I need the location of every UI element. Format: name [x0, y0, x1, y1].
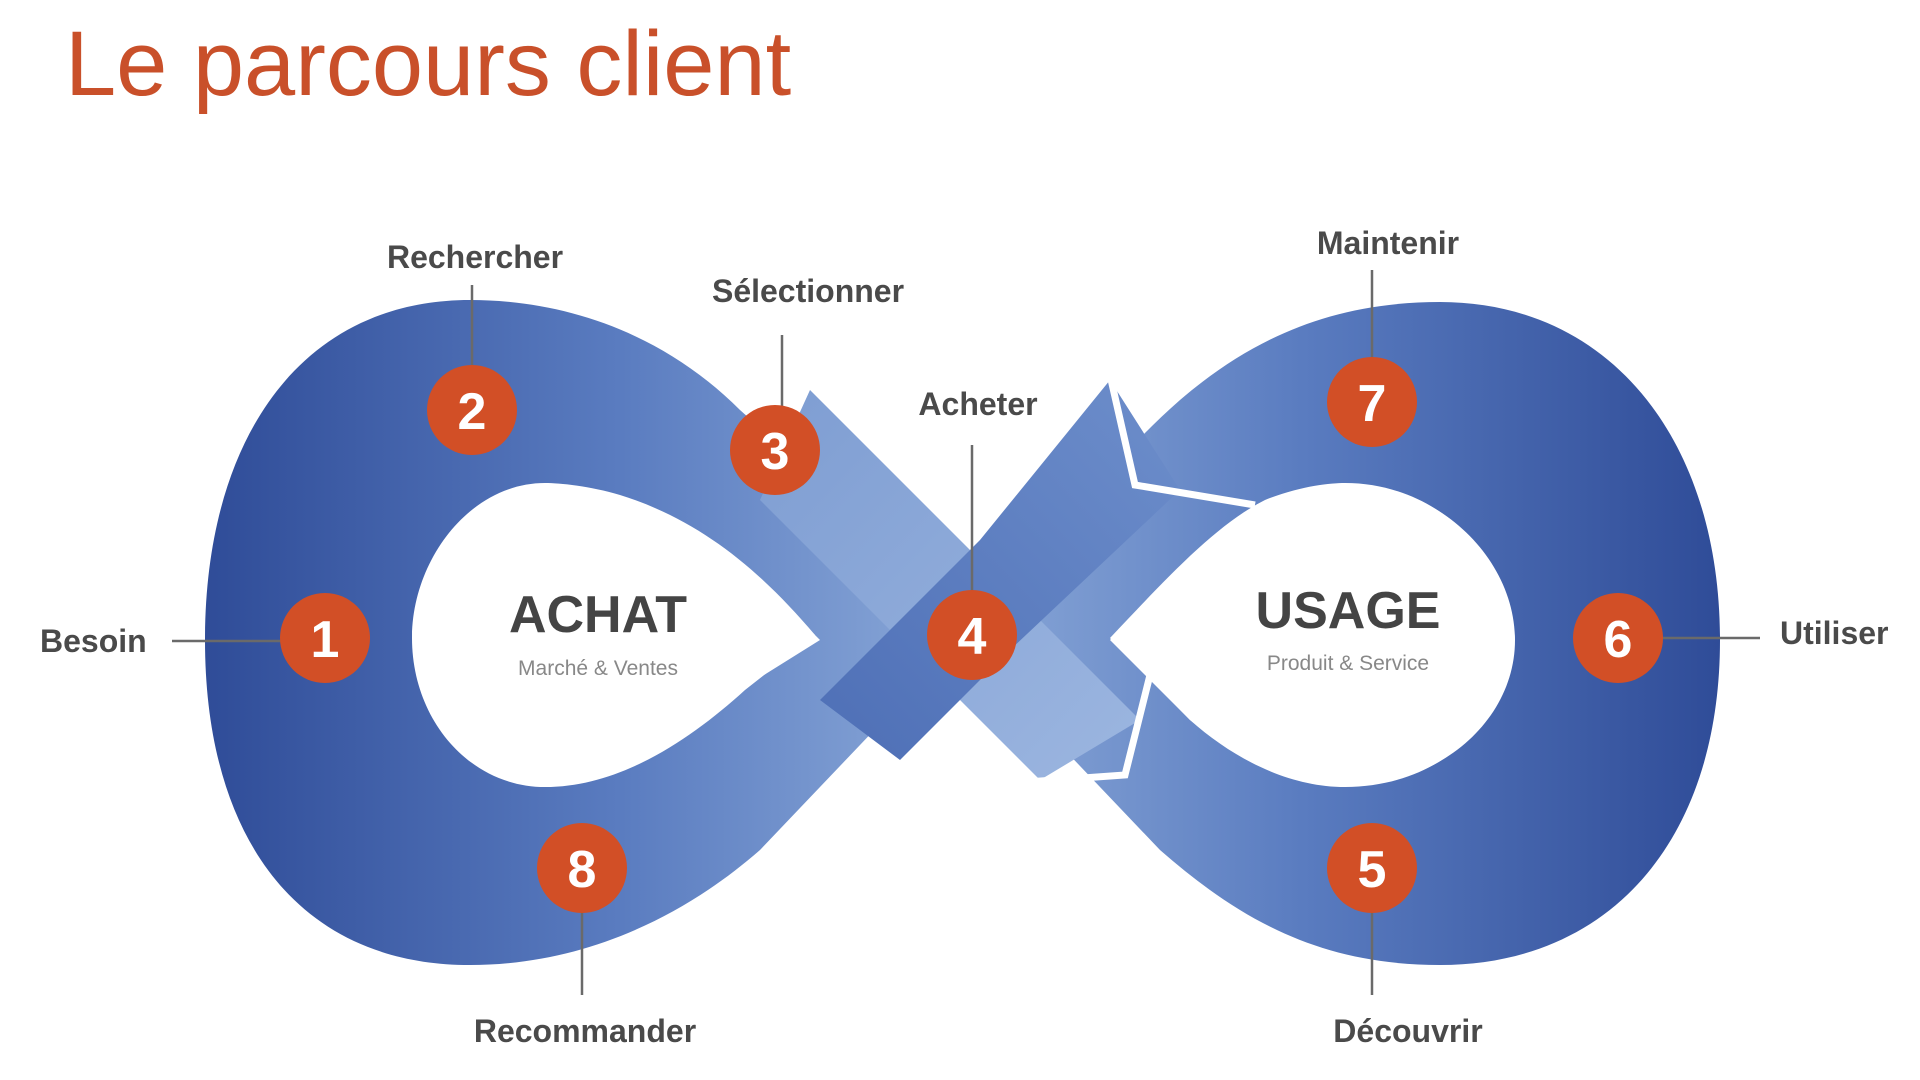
step-label-1: Besoin: [40, 623, 147, 659]
step-badge-1: 1: [280, 593, 370, 683]
step-badge-5: 5: [1327, 823, 1417, 913]
step-number-4: 4: [958, 608, 987, 666]
step-label-7: Maintenir: [1317, 225, 1459, 261]
usage-subtitle: Produit & Service: [1267, 652, 1429, 675]
achat-subtitle: Marché & Ventes: [518, 657, 678, 680]
usage-title: USAGE: [1256, 582, 1441, 640]
step-label-4: Acheter: [918, 386, 1037, 422]
step-number-2: 2: [458, 383, 487, 441]
usage-center: [1110, 483, 1512, 787]
step-badge-3: 3: [730, 405, 820, 495]
step-number-5: 5: [1358, 841, 1387, 899]
step-number-6: 6: [1604, 611, 1633, 669]
step-badge-8: 8: [537, 823, 627, 913]
step-number-8: 8: [568, 841, 597, 899]
step-badge-6: 6: [1573, 593, 1663, 683]
step-label-5: Découvrir: [1333, 1013, 1482, 1049]
achat-title: ACHAT: [509, 586, 687, 644]
page-title: Le parcours client: [65, 13, 791, 115]
step-label-3: Sélectionner: [712, 273, 904, 309]
step-number-3: 3: [761, 423, 790, 481]
cross-band-up: [820, 380, 1180, 760]
achat-center: [412, 483, 815, 787]
step-label-6: Utiliser: [1780, 615, 1888, 651]
step-number-7: 7: [1358, 375, 1387, 433]
step-badge-7: 7: [1327, 357, 1417, 447]
step-badge-2: 2: [427, 365, 517, 455]
band-separator-top: [1106, 374, 1256, 509]
band-separator-bottom: [984, 674, 1154, 789]
step-number-1: 1: [311, 611, 340, 669]
step-label-2: Rechercher: [387, 239, 563, 275]
step-badge-4: 4: [927, 590, 1017, 680]
step-label-8: Recommander: [474, 1013, 696, 1049]
